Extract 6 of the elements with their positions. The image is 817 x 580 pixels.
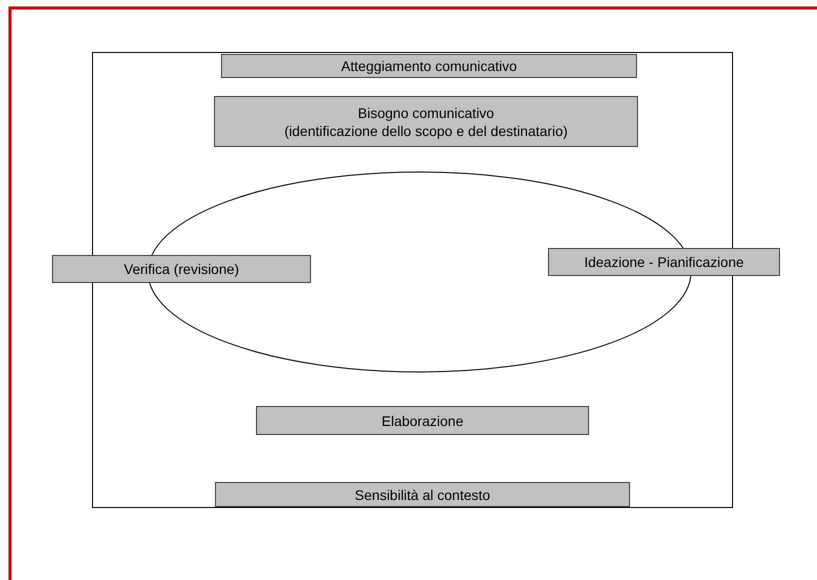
stage-box: Sensibilità al contesto	[215, 482, 630, 507]
stage-box: Elaborazione	[256, 406, 589, 435]
stage-box: Bisogno comunicativo (identificazione dello scopo e del destinatario)	[214, 96, 638, 147]
stage-box: Atteggiamento comunicativo	[221, 54, 637, 78]
stage-box: Ideazione - Pianificazione	[548, 248, 780, 276]
stage-box: Verifica (revisione)	[52, 255, 311, 283]
